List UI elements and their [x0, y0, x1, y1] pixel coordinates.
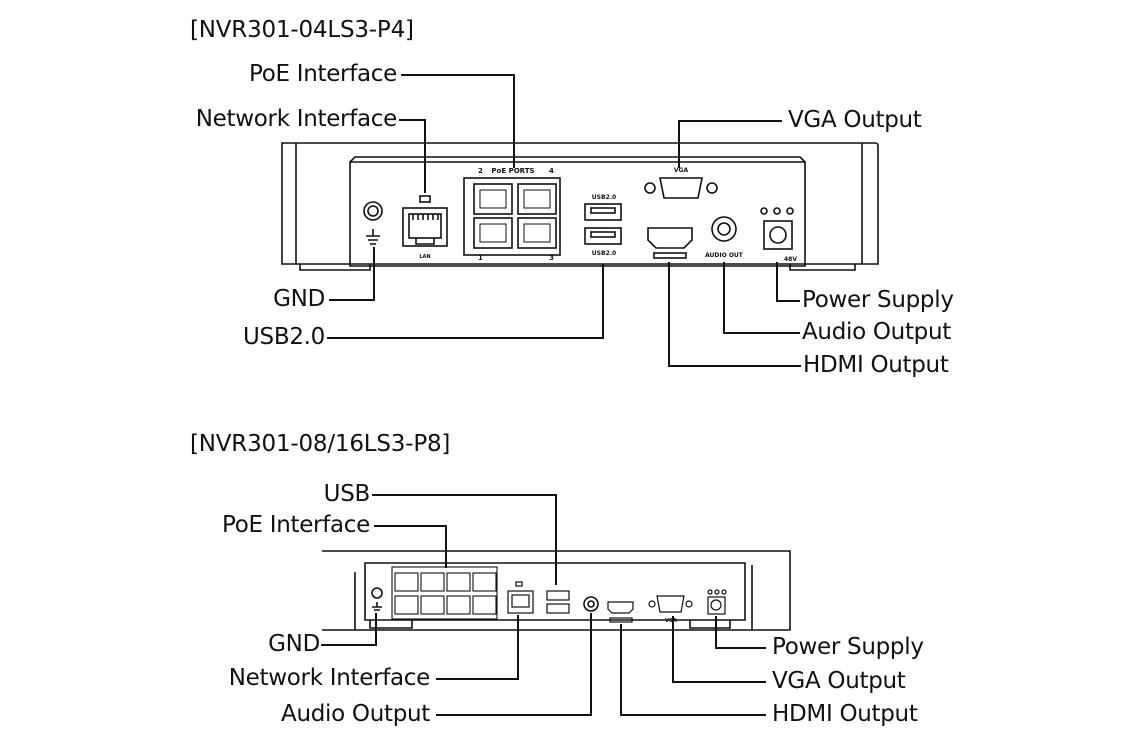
svg-text:4: 4 [549, 167, 554, 175]
callout-lines-1 [327, 74, 801, 367]
label-audio-output: Audio Output [802, 319, 951, 345]
label-gnd-2: GND [268, 631, 320, 657]
gnd-terminal [363, 201, 383, 245]
svg-text:VGA: VGA [665, 618, 677, 624]
label-audio-output-2: Audio Output [281, 701, 430, 727]
svg-text:USB2.0: USB2.0 [592, 250, 616, 257]
label-poe-interface: PoE Interface [248, 61, 397, 87]
label-vga-output: VGA Output [788, 107, 922, 133]
svg-text:48V: 48V [784, 256, 797, 263]
label-usb: USB2.0 [243, 324, 325, 350]
vga-port: VGA [644, 167, 718, 199]
svg-text:PoE PORTS: PoE PORTS [491, 167, 534, 175]
label-hdmi-output: HDMI Output [803, 352, 949, 378]
label-usb-2: USB [323, 481, 371, 507]
label-power-supply-2: Power Supply [772, 634, 924, 660]
gnd-terminal-2 [371, 587, 383, 611]
vga-port-2: VGA [648, 595, 693, 624]
label-network-interface: Network Interface [195, 106, 398, 132]
label-poe-interface-2: PoE Interface [221, 512, 370, 538]
svg-text:1: 1 [478, 254, 483, 262]
diagram2-title: [NVR301-08/16LS3-P8] [190, 431, 451, 457]
nvr-p8-rear-panel: VGA [321, 494, 791, 716]
label-hdmi-output-2: HDMI Output [772, 701, 918, 727]
power-jack-2 [707, 589, 727, 615]
svg-text:LAN: LAN [419, 254, 430, 260]
label-gnd: GND [273, 286, 325, 312]
svg-text:2: 2 [478, 167, 483, 175]
svg-text:VGA: VGA [674, 167, 689, 174]
poe-ports-block: 2 PoE PORTS 4 1 3 [463, 167, 561, 262]
poe-ports-block-2 [391, 566, 498, 620]
network-port-2 [507, 581, 534, 614]
svg-text:USB2.0: USB2.0 [592, 194, 616, 201]
power-jack: 48V [760, 207, 797, 263]
audio-port: AUDIO OUT [705, 216, 744, 259]
label-vga-output-2: VGA Output [772, 668, 906, 694]
svg-text:AUDIO OUT: AUDIO OUT [705, 252, 744, 259]
hdmi-port [647, 227, 693, 259]
label-power-supply: Power Supply [802, 287, 954, 313]
hdmi-port-2 [607, 601, 634, 623]
callout-lines-2 [321, 494, 766, 716]
diagram1-title: [NVR301-04LS3-P4] [190, 17, 414, 43]
audio-port-2 [583, 596, 599, 612]
usb-ports-2 [546, 590, 570, 614]
usb-ports: USB2.0 USB2.0 [584, 194, 622, 257]
nvr-p4-rear-panel: LAN 2 PoE PORTS 4 1 3 USB2.0 USB2.0 [281, 74, 879, 367]
label-network-interface-2: Network Interface [228, 665, 431, 691]
svg-text:3: 3 [549, 254, 554, 262]
network-port: LAN [402, 195, 448, 260]
